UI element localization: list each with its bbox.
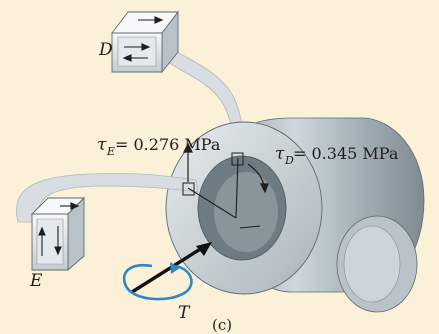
surface-element-d — [231, 152, 244, 166]
radius-lines — [187, 157, 261, 229]
stress-element-d — [111, 10, 179, 74]
svg-text:τ: τ — [275, 144, 285, 164]
label-torque: T — [178, 303, 191, 323]
svg-text:= 0.345 MPa: = 0.345 MPa — [293, 144, 399, 163]
ribbon-e — [16, 173, 199, 223]
tau-e-label: τ E = 0.276 MPa — [97, 135, 221, 158]
surface-element-e — [182, 182, 195, 196]
label-d: D — [98, 40, 113, 60]
stress-element-e — [30, 196, 86, 271]
svg-text:D: D — [284, 154, 294, 167]
torque-vector — [122, 242, 212, 301]
tau-d-label: τ D = 0.345 MPa — [275, 144, 399, 167]
svg-text:E: E — [106, 145, 115, 158]
svg-text:= 0.276 MPa: = 0.276 MPa — [115, 135, 221, 154]
svg-text:τ: τ — [97, 135, 107, 155]
stress-arrows — [183, 142, 269, 194]
caption: (c) — [212, 316, 232, 334]
label-e: E — [29, 271, 43, 291]
